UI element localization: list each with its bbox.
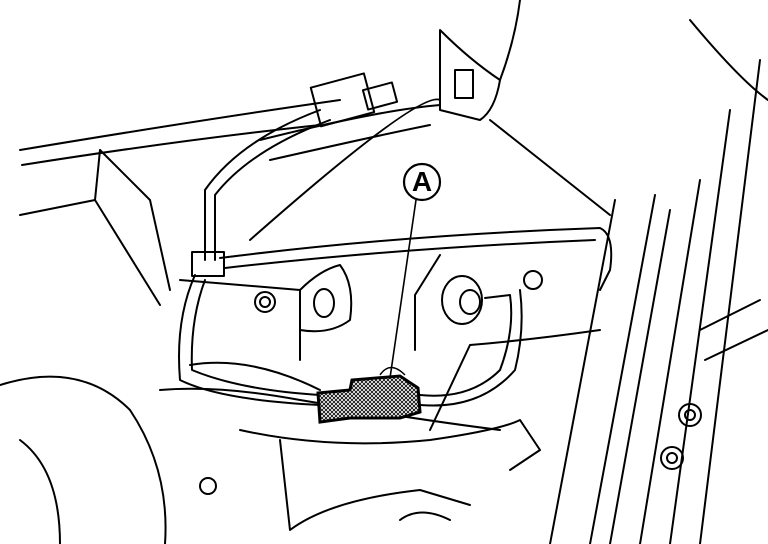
callout-label: A xyxy=(411,166,433,197)
connector-a xyxy=(316,374,422,424)
callout-a xyxy=(389,162,442,379)
wire-harness xyxy=(178,72,523,424)
